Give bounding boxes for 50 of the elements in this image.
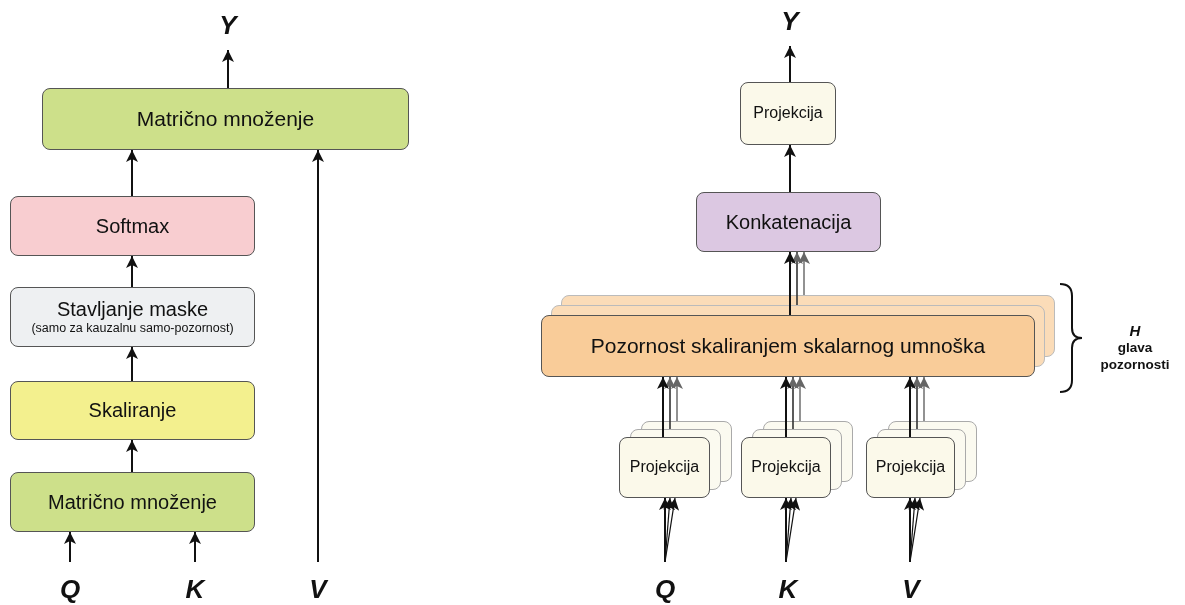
variable-label: Y bbox=[772, 4, 808, 38]
arrow bbox=[126, 346, 138, 382]
process-box bbox=[541, 315, 1035, 377]
process-box bbox=[619, 437, 710, 498]
variable-label: Q bbox=[647, 574, 683, 604]
box-title: Softmax bbox=[95, 214, 170, 238]
stacked-arrows bbox=[780, 497, 801, 563]
arrow bbox=[784, 45, 796, 83]
arrow bbox=[126, 439, 138, 473]
arrow bbox=[312, 149, 324, 563]
arrow bbox=[126, 149, 138, 197]
variable-label: Q bbox=[52, 574, 88, 604]
stacked-arrows bbox=[904, 376, 930, 438]
process-box bbox=[740, 82, 836, 145]
stacked-arrows bbox=[780, 376, 806, 438]
box-title: Projekcija bbox=[751, 458, 821, 477]
box-title: Pozornost skaliranjem skalarnog umnoška bbox=[590, 333, 986, 359]
box-title: Stavljanje maske bbox=[56, 298, 209, 321]
variable-label: V bbox=[893, 574, 929, 604]
process-box bbox=[10, 287, 255, 347]
box-title: Projekcija bbox=[875, 458, 946, 477]
box-title: Projekcija bbox=[629, 458, 700, 477]
process-box bbox=[10, 472, 255, 532]
arrow bbox=[222, 49, 234, 89]
arrow bbox=[189, 531, 201, 563]
box-title: Matrično množenje bbox=[48, 490, 217, 514]
process-box bbox=[741, 437, 831, 498]
arrow bbox=[64, 531, 76, 563]
variable-label: V bbox=[300, 574, 336, 604]
process-box bbox=[866, 437, 955, 498]
stacked-arrows bbox=[784, 251, 810, 316]
stacked-arrows bbox=[659, 497, 680, 563]
stacked-arrows bbox=[657, 376, 683, 438]
process-box bbox=[10, 196, 255, 256]
variable-label: K bbox=[177, 574, 213, 604]
process-box bbox=[696, 192, 881, 252]
stacked-arrows bbox=[904, 497, 925, 563]
variable-label: K bbox=[770, 574, 806, 604]
process-box bbox=[10, 381, 255, 440]
box-title: Projekcija bbox=[753, 104, 823, 123]
box-title: Matrično množenje bbox=[136, 106, 315, 132]
brace-label: H bbox=[1128, 322, 1142, 341]
arrow bbox=[784, 144, 796, 193]
box-note: (samo za kauzalnu samo-pozornost) bbox=[31, 321, 234, 336]
arrow bbox=[126, 255, 138, 288]
process-box bbox=[42, 88, 409, 150]
variable-label: Y bbox=[208, 8, 248, 42]
box-title: Konkatenacija bbox=[725, 210, 852, 234]
brace-label: glava pozornosti bbox=[1099, 340, 1171, 374]
box-title: Skaliranje bbox=[88, 399, 177, 422]
